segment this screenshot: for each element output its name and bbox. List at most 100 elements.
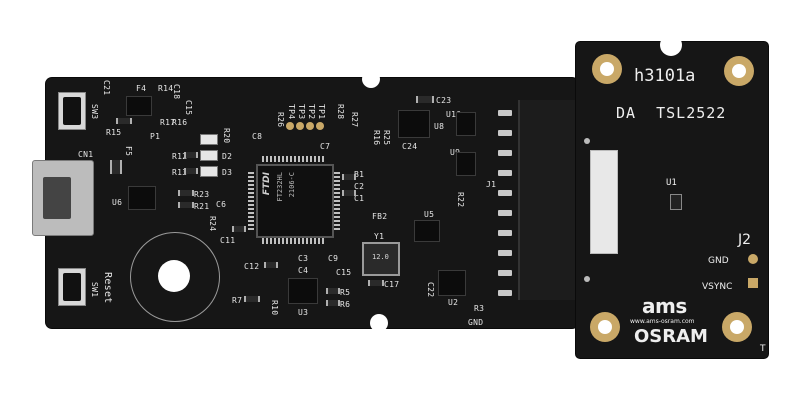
c15b-label: C15 (336, 268, 352, 277)
tp4-label: TP4 (287, 104, 296, 120)
header-connector-j1[interactable] (518, 100, 580, 300)
sw1-label: SW1 (90, 282, 99, 298)
cn1-label: CN1 (78, 150, 94, 159)
ftdi-pins-left (248, 170, 254, 230)
r6-label: R6 (340, 300, 351, 309)
p1-label: P1 (150, 132, 161, 141)
f5-label: F5 (124, 146, 133, 157)
tp2-label: TP2 (307, 104, 316, 120)
c22-label: C22 (426, 282, 435, 298)
test-point-tp2[interactable] (306, 122, 314, 130)
r25-label: R25 (382, 130, 391, 146)
b1-label: B1 (354, 170, 365, 179)
ftdi-pins-top (262, 156, 326, 162)
resistor-r7 (244, 296, 260, 302)
led-d1 (200, 134, 218, 145)
reset-button[interactable] (58, 268, 86, 306)
c18-label: C18 (172, 84, 181, 100)
tp3-label: TP3 (297, 104, 306, 120)
r24-label: R24 (208, 216, 217, 232)
ic-small-f4 (126, 96, 152, 116)
tp1-label: TP1 (317, 104, 326, 120)
j2-pin-vsync[interactable] (748, 278, 758, 288)
c11-label: C11 (220, 236, 236, 245)
r27-label: R27 (350, 112, 359, 128)
reset-label: Reset (102, 272, 113, 304)
ftdi-pins-right (334, 170, 340, 230)
sensor-u1 (670, 194, 682, 210)
test-point-tp3[interactable] (296, 122, 304, 130)
c17-label: C17 (384, 280, 400, 289)
ftdi-code-text: 2106-C (288, 172, 296, 198)
c6-label: C6 (216, 200, 227, 209)
c2-label: C2 (354, 182, 365, 191)
u5-label: U5 (424, 210, 435, 219)
d3-label: D3 (222, 168, 233, 177)
c23-label: C23 (436, 96, 452, 105)
d2-label: D2 (222, 152, 233, 161)
j1-label: J1 (486, 180, 497, 189)
ic-u2 (438, 270, 466, 296)
r26-label: R26 (276, 112, 285, 128)
module-mount-pad-bl (590, 312, 620, 342)
r15-label: R15 (106, 128, 122, 137)
r7-label: R7 (232, 296, 243, 305)
r10-label: R10 (270, 300, 279, 316)
ic-u9 (456, 152, 476, 176)
c8-label: C8 (252, 132, 263, 141)
test-point-tp4[interactable] (286, 122, 294, 130)
ic-u3 (288, 278, 318, 304)
module-mount-pad-tl (592, 54, 622, 84)
cap-c17 (368, 280, 384, 286)
resistor-r12 (184, 152, 198, 158)
ams-logo: ams (642, 294, 687, 318)
test-point-tp1[interactable] (316, 122, 324, 130)
board-notch-top (362, 70, 380, 88)
resistor-r15 (116, 118, 132, 124)
cap-c11 (232, 226, 246, 232)
r22-label: R22 (456, 192, 465, 208)
vsync-label: VSYNC (702, 282, 733, 292)
c12-label: C12 (244, 262, 260, 271)
c24-label: C24 (402, 142, 418, 151)
u9-label: U9 (450, 148, 460, 157)
j2-label: J2 (738, 232, 752, 248)
r16-label: R16 (172, 118, 188, 127)
sw3-button[interactable] (58, 92, 86, 130)
led-d2 (200, 150, 218, 161)
u1-label: U1 (666, 178, 677, 188)
ferrite-f5 (110, 160, 122, 174)
board-notch-bottom (370, 314, 388, 332)
resistor-r21 (178, 202, 194, 208)
r5-label: R5 (340, 288, 351, 297)
u8-label: U8 (434, 122, 445, 131)
module-notch-top (660, 34, 682, 56)
crystal-y1: 12.0 (362, 242, 400, 276)
resistor-r13 (184, 168, 198, 174)
ftdi-pins-bottom (262, 238, 326, 244)
c3-label: C3 (298, 254, 309, 263)
mounting-hole (158, 260, 190, 292)
r16b-label: R16 (372, 130, 381, 146)
cap-c23 (416, 96, 434, 103)
micro-usb-connector[interactable] (32, 160, 94, 236)
r28-label: R28 (336, 104, 345, 120)
r17-label: R17 (160, 118, 176, 127)
u6-label: U6 (112, 198, 123, 207)
c15-label: C15 (184, 100, 193, 116)
resistor-r5 (326, 288, 340, 294)
sw3-label: SW3 (90, 104, 99, 120)
r12-label: R12 (172, 152, 188, 161)
gnd-label-board: GND (468, 318, 484, 327)
ic-u10 (456, 112, 476, 136)
r23-label: R23 (194, 190, 210, 199)
module-mount-pad-tr (724, 56, 754, 86)
gnd-label: GND (708, 256, 729, 266)
c21-label: C21 (102, 80, 111, 96)
module-sensor-name: DA TSL2522 (616, 104, 727, 122)
mounting-hole-ring (130, 232, 220, 322)
r21-label: R21 (194, 202, 210, 211)
led-d3 (200, 166, 218, 177)
j1-pin-column (498, 110, 518, 296)
j2-pin-gnd[interactable] (748, 254, 758, 264)
